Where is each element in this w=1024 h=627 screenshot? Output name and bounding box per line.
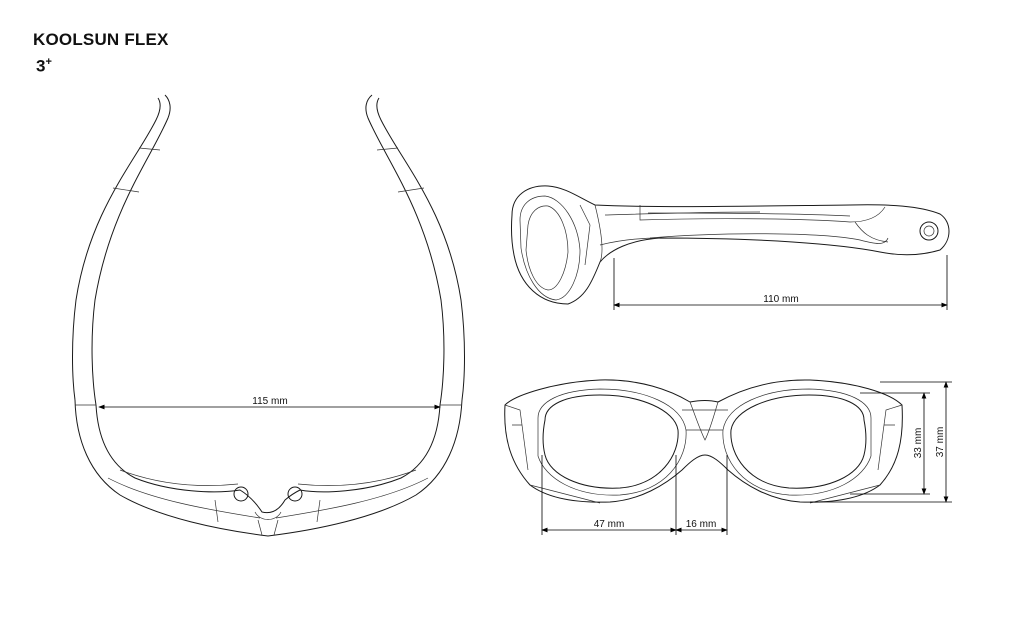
dim-label-16: 16 mm — [686, 519, 717, 530]
age-label: 3+ — [36, 56, 52, 77]
dim-label-47: 47 mm — [594, 519, 625, 530]
product-title: KOOLSUN FLEX — [33, 30, 169, 49]
dim-label-33: 33 mm — [913, 428, 924, 459]
age-suffix: + — [45, 56, 52, 68]
dim-label-115: 115 mm — [252, 396, 287, 407]
top-view — [72, 94, 465, 537]
front-view — [504, 379, 903, 504]
side-view — [510, 185, 950, 305]
age-number: 3 — [36, 56, 46, 76]
dim-label-37: 37 mm — [935, 427, 946, 458]
dim-label-110: 110 mm — [763, 294, 798, 305]
